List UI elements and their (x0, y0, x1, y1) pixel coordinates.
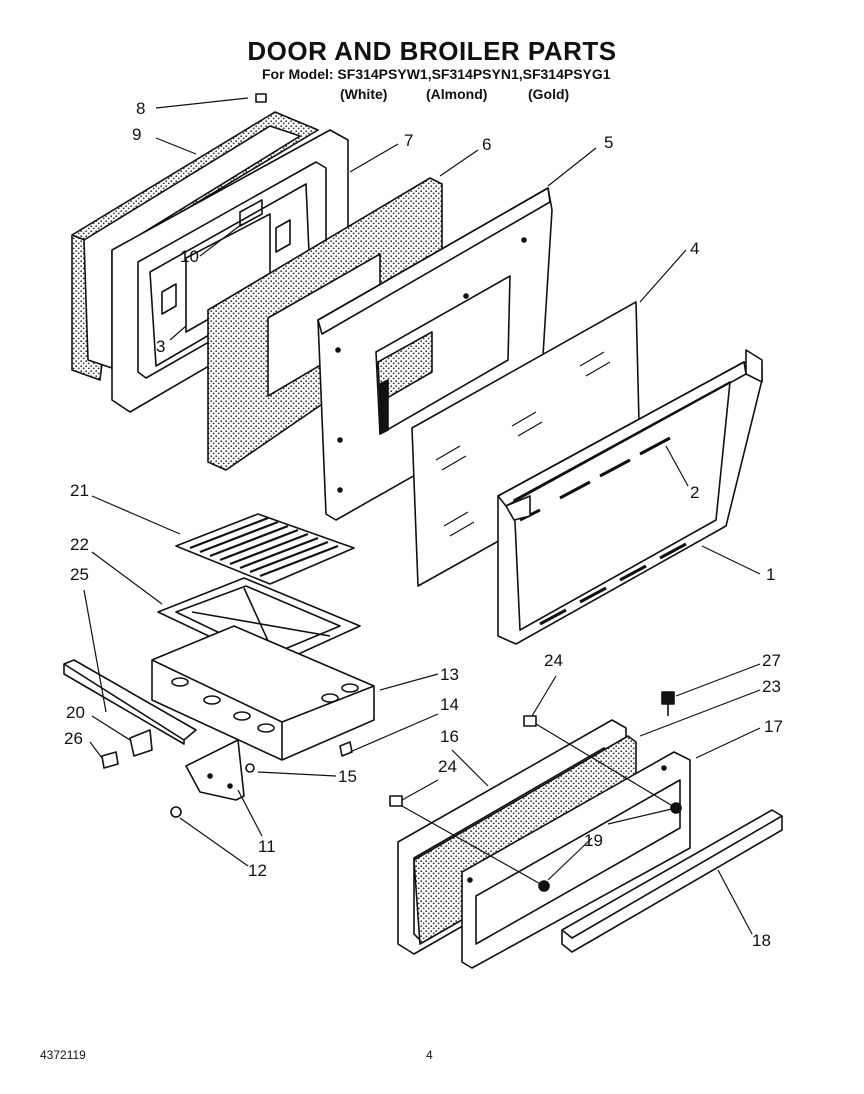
broiler-trim-strip-part (63, 659, 197, 745)
callout-4: 4 (690, 239, 699, 258)
callout-9: 9 (132, 125, 141, 144)
callout-1: 1 (766, 565, 775, 584)
broiler-grid-part (175, 513, 355, 585)
callout-13: 13 (440, 665, 459, 684)
callout-16: 16 (440, 727, 459, 746)
callout-26: 26 (64, 729, 83, 748)
callout-3: 3 (156, 337, 165, 356)
callout-24-upper: 24 (544, 651, 563, 670)
callout-18: 18 (752, 931, 771, 950)
leader-lines (83, 97, 761, 935)
model-line: For Model: SF314PSYW1,SF314PSYN1,SF314PS… (262, 66, 611, 82)
callout-12: 12 (248, 861, 267, 880)
hinge-bracket-part (170, 739, 353, 818)
callout-22: 22 (70, 535, 89, 554)
broiler-drawer-front-part (461, 751, 691, 969)
callout-6: 6 (482, 135, 491, 154)
page-number: 4 (426, 1048, 433, 1062)
color-gold: (Gold) (528, 86, 570, 102)
callout-23: 23 (762, 677, 781, 696)
callout-20: 20 (66, 703, 85, 722)
callout-2: 2 (690, 483, 699, 502)
color-almond: (Almond) (426, 86, 488, 102)
callout-21: 21 (70, 481, 89, 500)
drawer-trim-bar-part (561, 809, 783, 953)
broiler-pan-part (151, 625, 375, 761)
callout-15: 15 (338, 767, 357, 786)
page-title: DOOR AND BROILER PARTS (247, 36, 617, 66)
callout-11: 11 (258, 837, 276, 856)
callout-17: 17 (764, 717, 783, 736)
document-number: 4372119 (40, 1048, 86, 1062)
outer-door-frame-part (317, 187, 553, 521)
callout-14: 14 (440, 695, 459, 714)
callout-27: 27 (762, 651, 781, 670)
callout-7: 7 (404, 131, 413, 150)
callout-24-lower: 24 (438, 757, 457, 776)
callout-19: 19 (584, 831, 603, 850)
callout-25: 25 (70, 565, 89, 584)
door-screw-part (255, 93, 267, 103)
bracket-and-screw-parts (101, 729, 153, 769)
callout-10: 10 (180, 247, 199, 266)
door-trim-frame-part (497, 349, 763, 645)
callout-8: 8 (136, 99, 145, 118)
color-white: (White) (340, 86, 388, 102)
callout-5: 5 (604, 133, 613, 152)
